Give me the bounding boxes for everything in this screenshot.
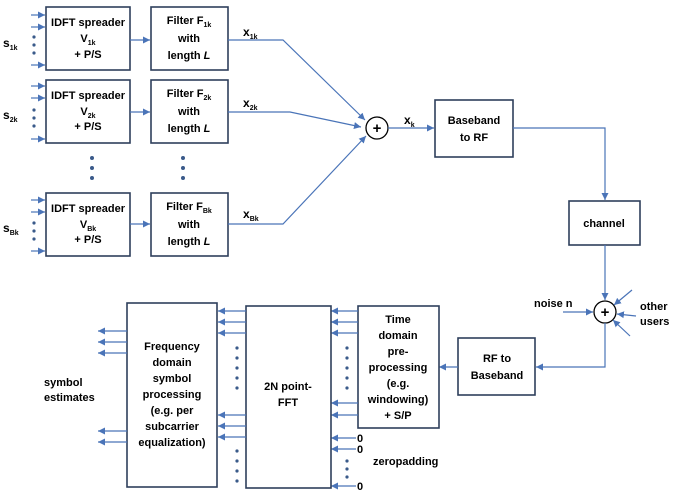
time-domain-line3: pre-: [388, 346, 409, 358]
channel-block: [568, 200, 641, 246]
input-s2k: s2k: [3, 108, 18, 124]
zero-2: 0: [357, 444, 363, 456]
input-arrows-1: [31, 11, 45, 69]
idft-spreader-b: [45, 192, 131, 257]
idft-spreader-2: [45, 79, 131, 144]
symbol-estimate-arrows: [98, 327, 127, 446]
filter-1: [150, 6, 229, 71]
idft-spreader-2-title: IDFT spreader: [51, 90, 126, 102]
filter-2-with: with: [177, 106, 200, 118]
baseband-to-rf-line2: to RF: [460, 132, 488, 144]
time-domain-line5: (e.g.: [387, 378, 410, 390]
time-domain-block: [357, 305, 440, 429]
freq-domain-block: [126, 302, 218, 488]
idft-spreader-b-v: VBk: [80, 219, 96, 233]
baseband-to-rf-line1: Baseband: [448, 115, 501, 127]
wire-x2k: [228, 111, 362, 129]
filter-2: [150, 79, 229, 144]
wire-x1k: [228, 39, 366, 121]
input-sbk: sBk: [3, 221, 19, 237]
tx-summer-symbol: +: [373, 120, 382, 137]
time-domain-line4: processing: [369, 362, 428, 374]
time-domain-line2: domain: [378, 330, 417, 342]
rf-to-baseband-line2: Baseband: [471, 370, 524, 382]
branch-ellipsis: [90, 156, 185, 180]
idft-spreader-1-v: V1k: [80, 33, 95, 47]
filter-b-title: Filter FBk: [166, 201, 212, 215]
zero-1: 0: [357, 433, 363, 445]
filter-1-length: length L: [168, 50, 211, 62]
rf-to-baseband-block: [457, 337, 536, 396]
symbol-estimates-line1: symbol: [44, 377, 83, 389]
idft-spreader-2-v: V2k: [80, 106, 95, 120]
input-arrows-b: [31, 196, 45, 255]
output-xbk: xBk: [243, 207, 259, 223]
freq-domain-line5: (e.g. per: [151, 405, 195, 417]
filter-1-with: with: [177, 33, 200, 45]
channel-label: channel: [583, 218, 625, 230]
time-domain-line6: windowing): [367, 394, 429, 406]
idft-spreader-b-title: IDFT spreader: [51, 203, 126, 215]
output-x2k: x2k: [243, 96, 258, 112]
time-domain-line1: Time: [385, 314, 410, 326]
zeropadding-inputs: [331, 434, 356, 490]
time-domain-line7: + S/P: [384, 410, 411, 422]
idft-spreader-1: [45, 6, 131, 71]
freq-domain-line4: processing: [143, 389, 202, 401]
filter-1-title: Filter F1k: [167, 15, 212, 29]
idft-spreader-2-ps: + P/S: [74, 121, 101, 133]
filter-b: [150, 192, 229, 257]
rx-summer-symbol: +: [601, 304, 610, 321]
sum-output-xk: xk: [404, 113, 415, 129]
idft-spreader-1-ps: + P/S: [74, 49, 101, 61]
other-users-arrows: [612, 289, 637, 337]
freq-domain-line7: equalization): [138, 437, 206, 449]
fft-block: [245, 305, 332, 489]
wire-xbk: [228, 135, 367, 225]
idft-spreader-b-ps: + P/S: [74, 234, 101, 246]
freq-domain-line2: domain: [152, 357, 191, 369]
output-x1k: x1k: [243, 25, 258, 41]
other-users-line2: users: [640, 316, 669, 328]
filter-b-length: length L: [168, 236, 211, 248]
filter-2-title: Filter F2k: [167, 88, 212, 102]
zeropadding-label: zeropadding: [373, 456, 438, 468]
zero-3: 0: [357, 481, 363, 492]
freq-domain-line6: subcarrier: [145, 421, 200, 433]
td-to-fft-arrows: [331, 307, 358, 419]
fft-to-freq-arrows: [218, 307, 246, 483]
symbol-estimates-line2: estimates: [44, 392, 95, 404]
freq-domain-line3: symbol: [153, 373, 192, 385]
rf-to-baseband-line1: RF to: [483, 353, 511, 365]
input-arrows-2: [31, 82, 45, 143]
filter-b-with: with: [177, 219, 200, 231]
fft-line1: 2N point-: [264, 381, 312, 393]
other-users-line1: other: [640, 301, 668, 313]
noise-label: noise n: [534, 298, 573, 310]
idft-spreader-1-title: IDFT spreader: [51, 17, 126, 29]
freq-domain-line1: Frequency: [144, 341, 201, 353]
baseband-to-rf-block: [434, 99, 514, 158]
input-s1k: s1k: [3, 36, 18, 52]
fft-line2: FFT: [278, 397, 298, 409]
filter-2-length: length L: [168, 123, 211, 135]
